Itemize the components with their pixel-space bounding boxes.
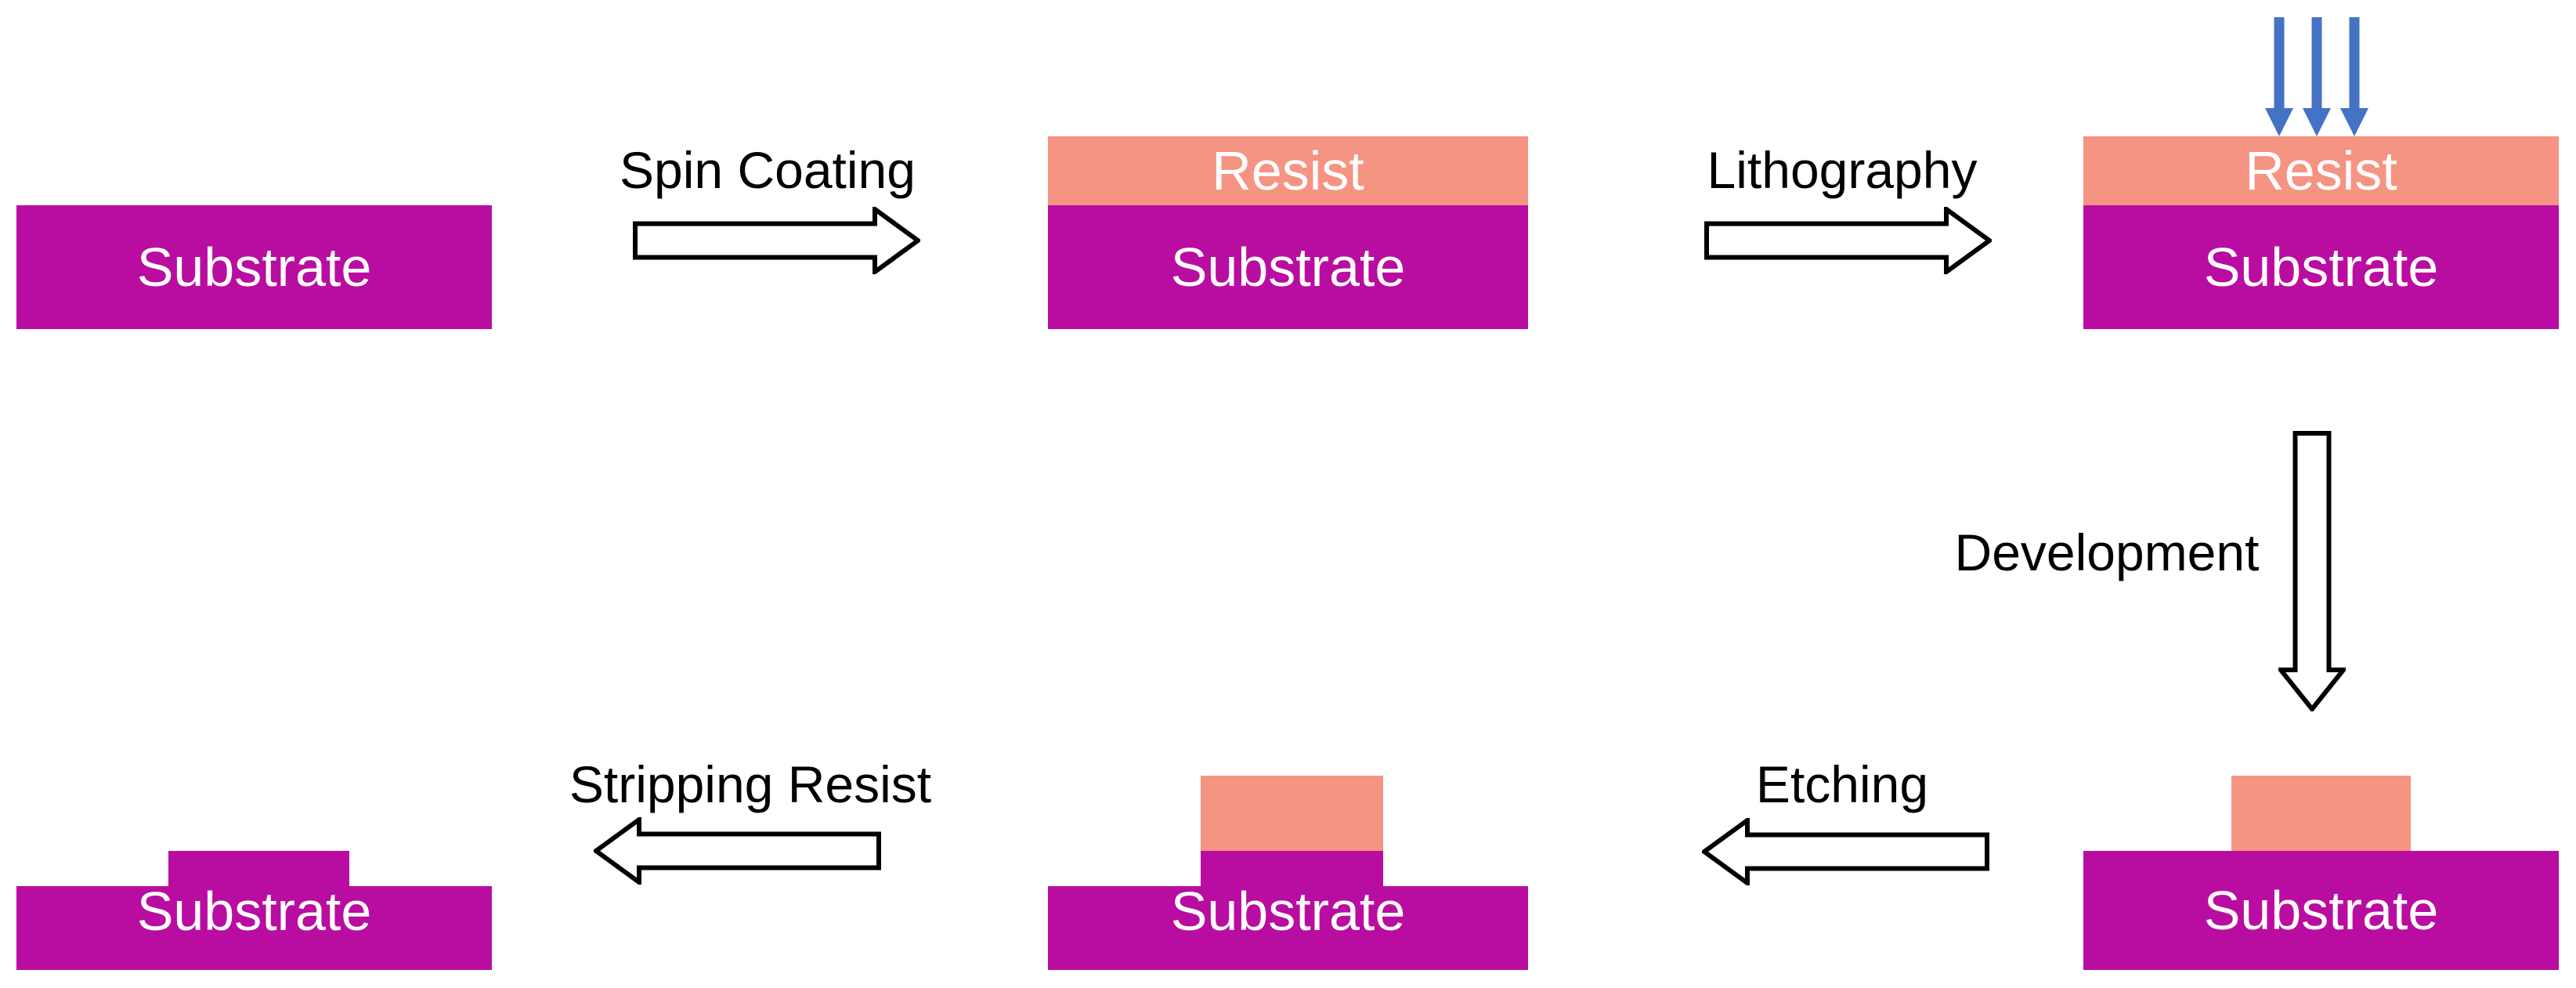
stage3-substrate-label: Substrate — [2203, 237, 2439, 298]
stage5-substrate-label: Substrate — [1170, 881, 1406, 942]
step-development-label: Development — [1954, 523, 2260, 581]
lithography-right-arrow-icon — [1704, 207, 1992, 274]
stage6-substrate-base-block — [16, 886, 492, 970]
stripping-resist-left-arrow-icon — [594, 817, 881, 885]
stage2-resist-block: Resist — [1048, 136, 1528, 205]
stage4-substrate-label: Substrate — [2203, 880, 2439, 941]
stage4-substrate-block: Substrate — [2083, 851, 2559, 970]
stage3-resist-block: Resist — [2083, 136, 2559, 205]
stage6-substrate-mesa-block — [168, 851, 349, 886]
stage5-resist-island-block — [1201, 776, 1383, 851]
development-down-arrow-icon — [2278, 431, 2346, 711]
stage2-substrate-label: Substrate — [1170, 237, 1406, 298]
stage1-substrate-block: Substrate — [16, 205, 492, 329]
stage5-substrate-base-block — [1048, 886, 1528, 970]
stage3-substrate-block: Substrate — [2083, 205, 2559, 329]
stage3-resist-label: Resist — [2245, 140, 2397, 201]
step-stripping-resist-label: Stripping Resist — [569, 755, 932, 813]
stage4-resist-island-block — [2231, 776, 2411, 851]
spin-coating-right-arrow-icon — [633, 207, 920, 274]
step-lithography-label: Lithography — [1707, 141, 1978, 199]
uv-exposure-down-arrows-icon — [2265, 17, 2368, 136]
step-etching-label: Etching — [1755, 755, 1929, 813]
stage1-substrate-label: Substrate — [136, 237, 372, 298]
stage2-substrate-block: Substrate — [1048, 205, 1528, 329]
stage6-substrate-label: Substrate — [136, 881, 372, 942]
stage5-substrate-mesa-block — [1201, 851, 1383, 887]
step-spin-coating-label: Spin Coating — [620, 141, 916, 199]
stage2-resist-label: Resist — [1212, 140, 1364, 201]
etching-left-arrow-icon — [1702, 818, 1989, 885]
